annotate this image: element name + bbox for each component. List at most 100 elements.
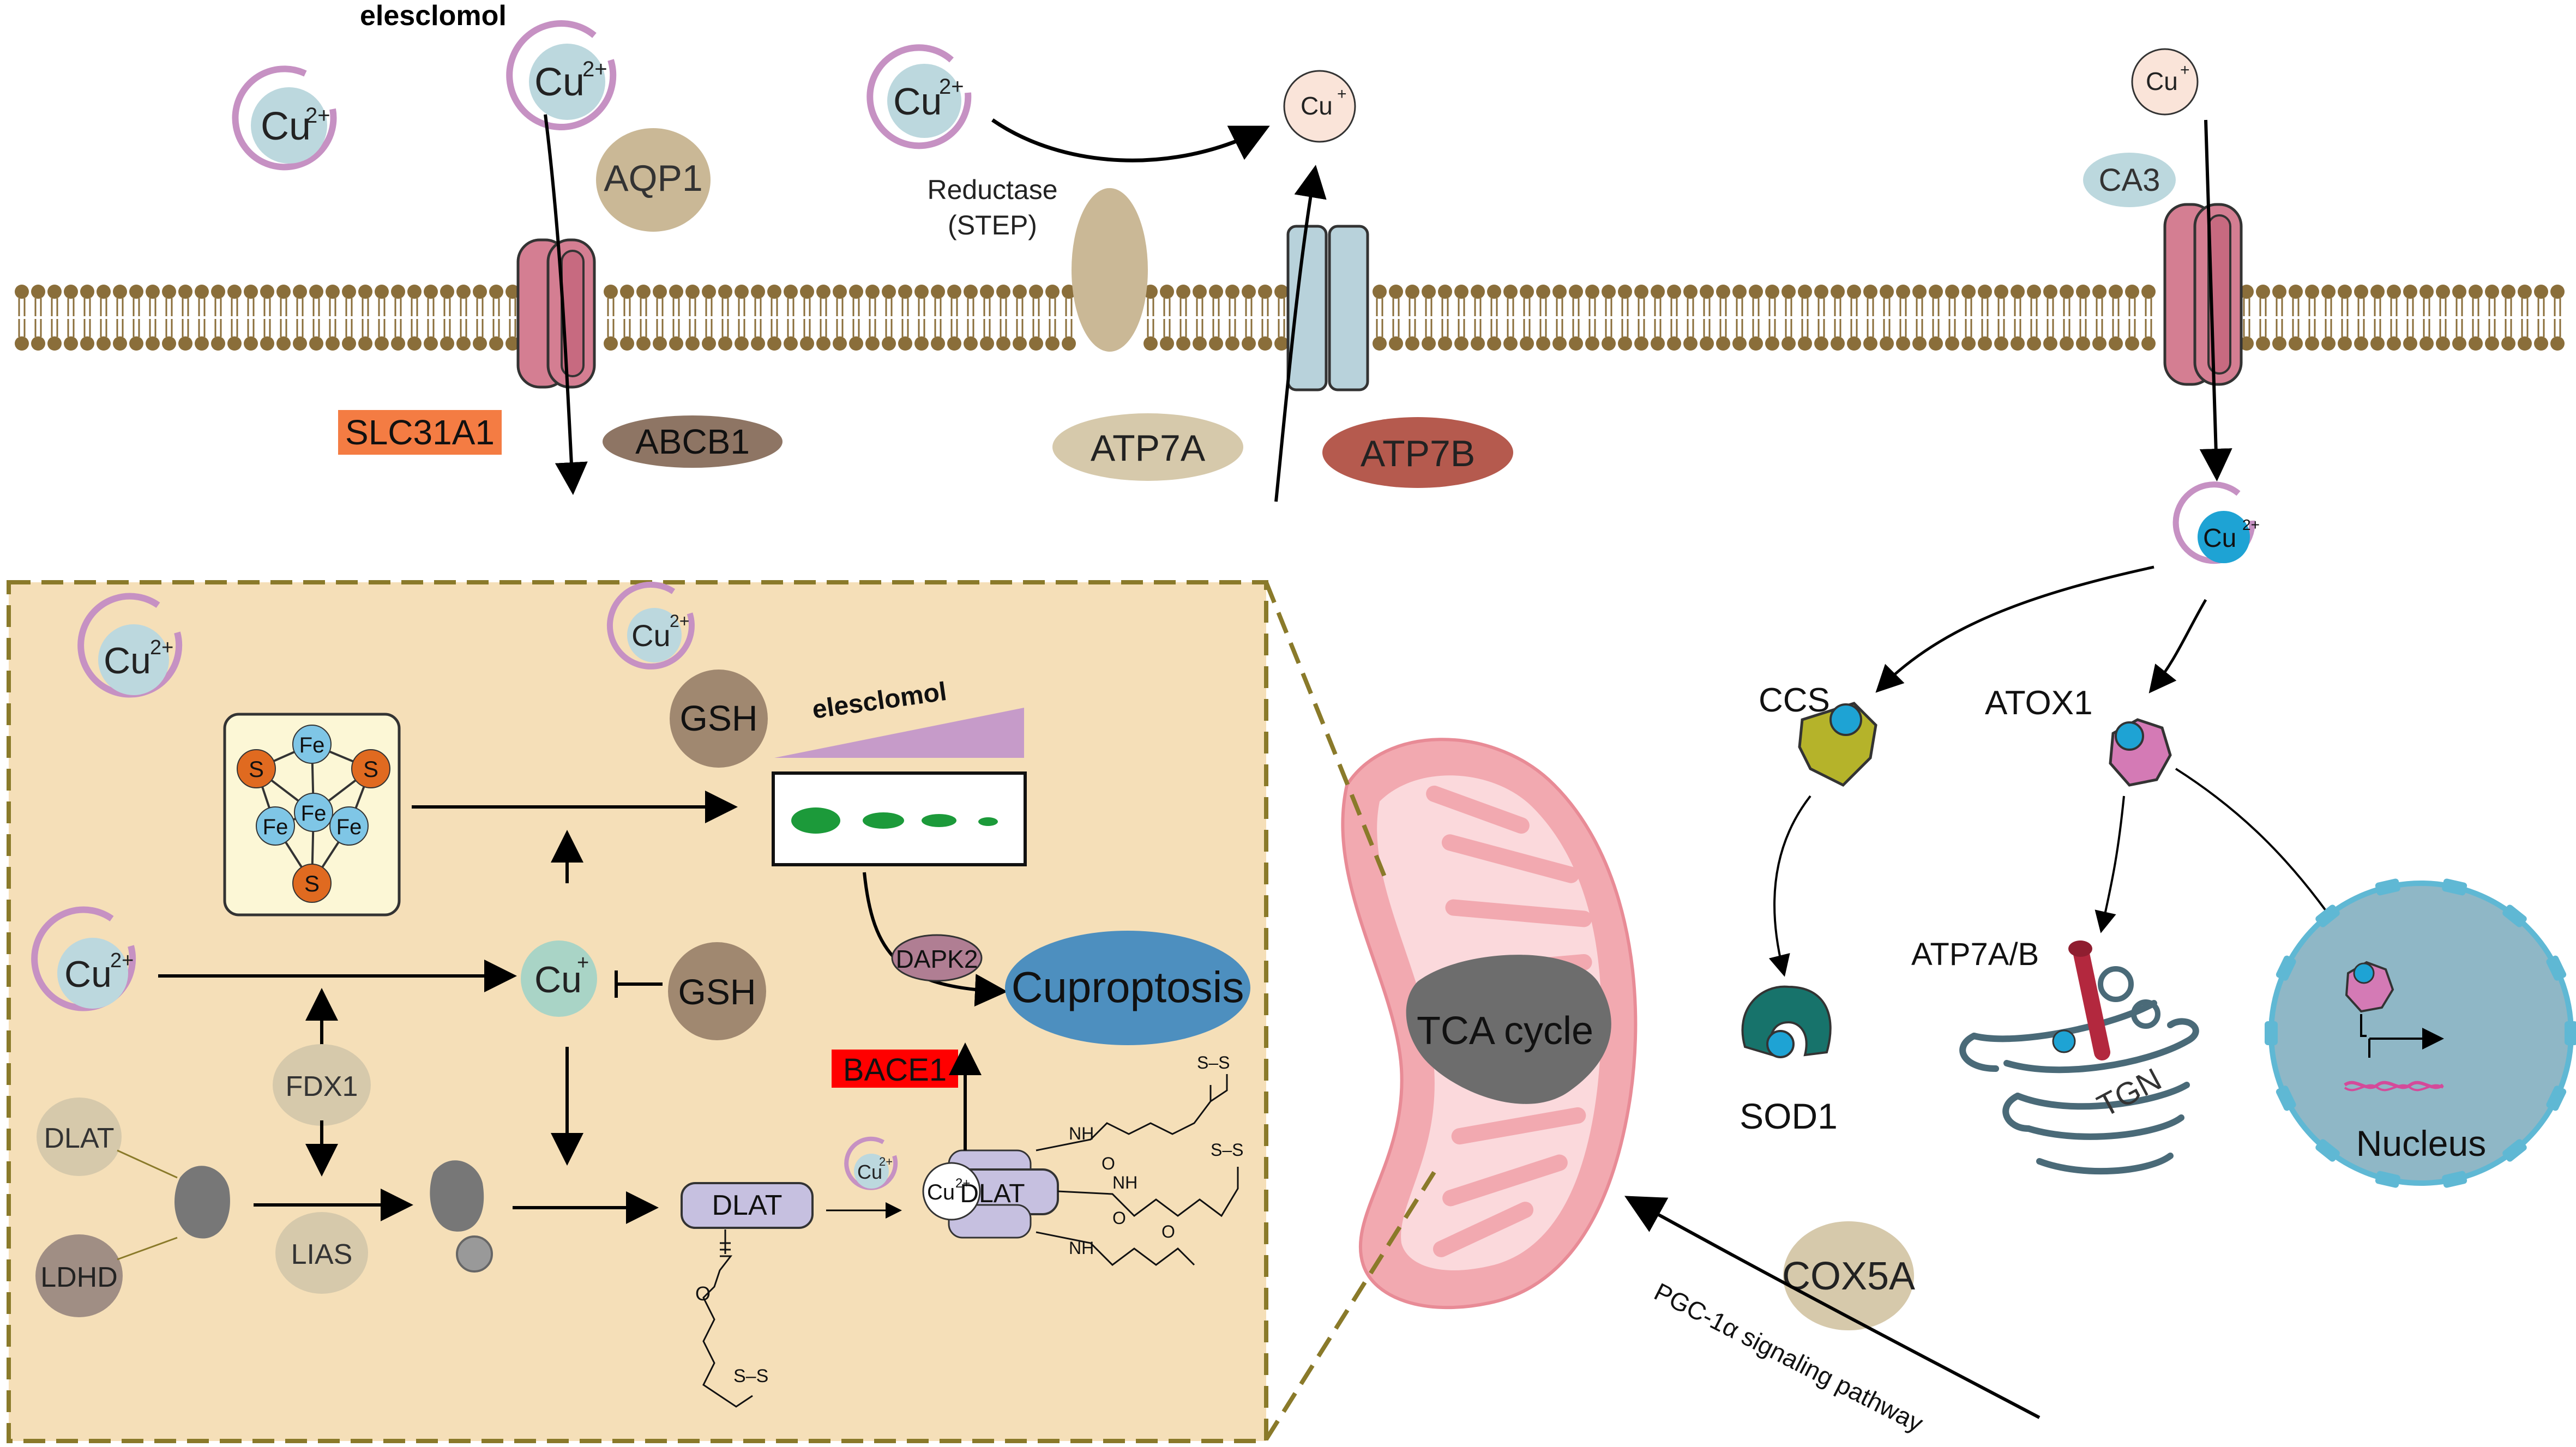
svg-text:Cu: Cu	[2146, 67, 2178, 95]
atox1-to-atp7ab-arrow	[2094, 795, 2125, 933]
svg-text:2+: 2+	[2242, 516, 2260, 533]
svg-text:Cu: Cu	[927, 1180, 955, 1204]
iron-label: Fe	[263, 815, 288, 839]
nuclear-pore	[2546, 1086, 2567, 1111]
sulfur-label: S	[304, 871, 320, 896]
slc31a1-channel	[516, 238, 596, 389]
gel-blot	[772, 771, 1027, 866]
cu-plus-ion-ca3: Cu +	[2131, 48, 2199, 116]
dlat-oligomer: Cu 2+ DLAT NH O S–S NH O S–S NH O	[922, 1053, 1243, 1266]
nuclear-pore	[2442, 1171, 2467, 1188]
svg-text:COX5A: COX5A	[1782, 1255, 1915, 1298]
svg-text:Cu: Cu	[857, 1161, 882, 1183]
reduction-arrow	[991, 118, 1270, 162]
sod1-label: SOD1	[1740, 1096, 1838, 1136]
svg-text:S–S: S–S	[733, 1366, 768, 1386]
iron-atom	[329, 806, 369, 846]
nucleus: Nucleus	[2265, 878, 2576, 1188]
elesclomol-label-top: elesclomol	[360, 0, 507, 32]
svg-text:2+: 2+	[110, 949, 134, 972]
iron-atom	[294, 793, 333, 832]
ccs-protein	[1798, 702, 1877, 787]
nuclear-pore	[2502, 905, 2527, 927]
nuclear-pore	[2565, 1021, 2576, 1045]
iron-label: Fe	[336, 815, 362, 839]
iron-label: Fe	[299, 733, 325, 757]
svg-text:Cu: Cu	[631, 618, 671, 653]
atox1-to-nucleus-arrow	[2175, 768, 2349, 943]
box-cu2-ion-b: Cu 2+	[31, 906, 136, 1011]
aqp1-protein: AQP1	[596, 128, 711, 232]
atp7a-protein: ATP7A	[1052, 413, 1243, 481]
svg-text:DLAT: DLAT	[960, 1179, 1025, 1208]
svg-text:BACE1: BACE1	[843, 1052, 947, 1088]
to-atox1-arrow	[2148, 599, 2207, 694]
tgn-label: TGN	[2092, 1062, 2168, 1124]
svg-text:Cu: Cu	[64, 954, 112, 995]
gsh-mid: GSH	[668, 942, 766, 1040]
svg-text:FDX1: FDX1	[286, 1071, 358, 1102]
atp7b-protein: ATP7B	[1322, 417, 1513, 488]
svg-text:+: +	[2180, 61, 2190, 79]
nuclear-pore	[2315, 905, 2340, 927]
bace1-badge: BACE1	[832, 1050, 958, 1088]
tca-cycle-label: TCA cycle	[1417, 1009, 1593, 1053]
svg-text:S–S: S–S	[1197, 1053, 1230, 1072]
nuclear-pore	[2265, 1021, 2278, 1045]
sulfur-label: S	[363, 756, 378, 782]
svg-text:+: +	[577, 951, 589, 974]
sod1-protein	[1741, 985, 1832, 1058]
cu2-small: Cu 2+	[844, 1136, 898, 1190]
elesclomol-gradient	[774, 708, 1024, 758]
abcb1-protein: ABCB1	[603, 415, 783, 468]
svg-text:Cu: Cu	[2203, 524, 2236, 553]
svg-text:2+: 2+	[305, 104, 330, 128]
zoom-line-bottom	[1264, 1171, 1436, 1441]
atox1-label: ATOX1	[1985, 684, 2093, 722]
nuclear-pore	[2502, 1139, 2527, 1162]
ca3-channel	[2163, 203, 2243, 386]
box-cu-plus-ion: Cu +	[521, 940, 597, 1017]
svg-text:2+: 2+	[955, 1176, 970, 1191]
gsh-inhibit	[615, 970, 663, 998]
fdx1-protein: FDX1	[273, 1044, 371, 1126]
sulfur-atom	[351, 749, 390, 788]
efflux-arrow	[1274, 165, 1327, 502]
dapk2-protein: DAPK2	[891, 934, 983, 982]
svg-text:O: O	[1112, 1208, 1126, 1228]
ccs-label: CCS	[1759, 682, 1830, 719]
sulfur-label: S	[249, 756, 264, 782]
iron-atom	[292, 725, 332, 764]
svg-text:NH: NH	[1112, 1173, 1137, 1192]
svg-text:O: O	[695, 1282, 711, 1305]
atox1-protein	[2109, 718, 2172, 787]
svg-text:Cu: Cu	[1301, 92, 1333, 120]
cuproptosis-outcome: Cuproptosis	[1005, 931, 1250, 1045]
dlat-connector	[117, 1149, 178, 1179]
iron-atom	[256, 806, 295, 846]
svg-text:Nucleus: Nucleus	[2356, 1123, 2486, 1163]
nuclear-pore	[2375, 878, 2400, 896]
svg-text:O: O	[1102, 1154, 1115, 1173]
nuclear-pore	[2315, 1139, 2340, 1162]
svg-text:DAPK2: DAPK2	[896, 945, 978, 973]
box-cu2-ion-gsh: Cu 2+	[606, 581, 695, 670]
ldhd-connector	[117, 1237, 178, 1261]
to-ccs-arrow	[1875, 565, 2154, 693]
svg-text:ATP7B: ATP7B	[1361, 433, 1475, 474]
cu2-elesclomol-complex: Cu 2+	[506, 20, 617, 131]
ldhd-protein: LDHD	[35, 1234, 123, 1317]
svg-text:ATP7A: ATP7A	[1091, 427, 1206, 469]
svg-text:2+: 2+	[879, 1155, 893, 1168]
pgc-arrow	[1624, 1196, 2041, 1419]
nuclear-pore	[2442, 878, 2467, 896]
svg-text:Cu: Cu	[261, 105, 311, 148]
step-label: (STEP)	[948, 210, 1037, 240]
complex-grey	[174, 1166, 230, 1239]
svg-text:GSH: GSH	[679, 698, 757, 738]
ca3-influx-arrow	[2199, 119, 2232, 481]
svg-text:2+: 2+	[150, 636, 173, 659]
svg-text:Cu: Cu	[534, 959, 582, 1000]
nuclear-pore	[2375, 1171, 2400, 1188]
dlat-left-protein: DLAT	[37, 1098, 122, 1176]
